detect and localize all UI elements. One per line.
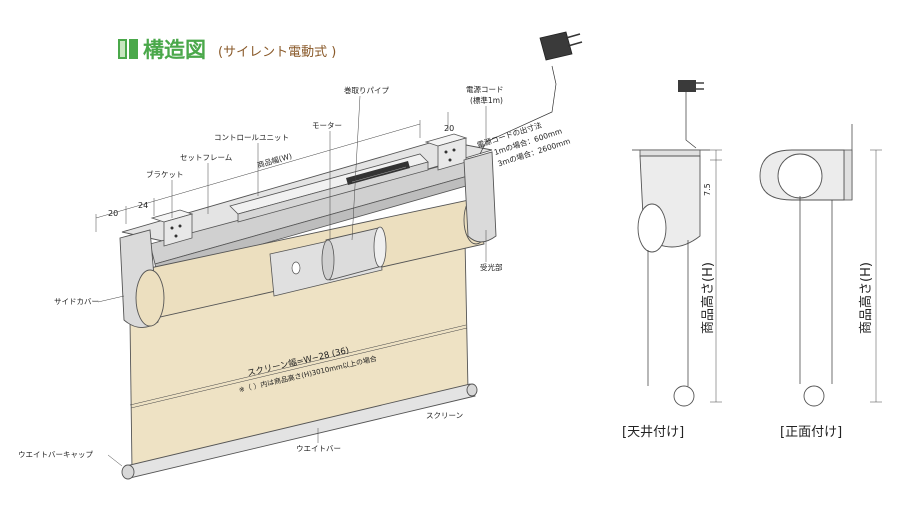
page-subtitle: (サイレント電動式 ) [218,45,336,60]
label-height-ceiling: 商品高さ(H) [700,262,716,334]
label-product-width: 商品幅(W) [256,150,293,169]
caption-ceiling: [天井付け] [622,425,684,440]
dim-7-5: 7.5 [703,183,712,196]
caption-wall: [正面付け] [780,425,842,440]
bracket-right [424,133,468,171]
label-weight-bar: ウエイトバー [296,444,341,453]
side-cover-right [463,151,497,243]
label-screen: スクリーン [426,411,463,420]
label-motor: モーター [312,121,342,130]
label-control-unit: コントロールユニット [214,133,289,142]
dim-20-left: 20 [108,209,118,218]
plug-icon [539,31,583,61]
vent-slits [346,161,410,185]
label-height-wall: 商品高さ(H) [858,262,874,334]
dim-20-right: 20 [444,124,454,133]
label-power-cord: 電源コード [466,85,504,94]
label-power-cord-std: (標準1m) [470,95,503,105]
dim-24: 24 [138,201,148,210]
ceiling-mount-view: 7.5 商品高さ(H) [天井付け] [622,80,722,440]
page-title: 構造図 [143,38,206,62]
label-roll-pipe: 巻取りパイプ [344,85,389,95]
title-group: 構造図 (サイレント電動式 ) [118,38,336,62]
label-receiver: 受光部 [480,262,503,272]
label-side-cover: サイドカバー [54,297,99,306]
wall-mount-view: 商品高さ(H) [正面付け] [759,124,882,440]
power-cord [479,31,583,155]
plug-icon-ceiling [678,80,704,149]
label-bracket: ブラケット [146,169,184,179]
weight-bar [121,383,478,480]
label-set-frame: セットフレーム [180,153,232,162]
main-drawing: 巻取りパイプ 電源コード (標準1m) 電源コードの出寸法 1mの場合：600m… [18,31,583,480]
label-weight-bar-cap: ウエイトバーキャップ [18,450,93,459]
weight-bar-cap [121,464,135,480]
title-mark-icon-2 [129,39,138,59]
